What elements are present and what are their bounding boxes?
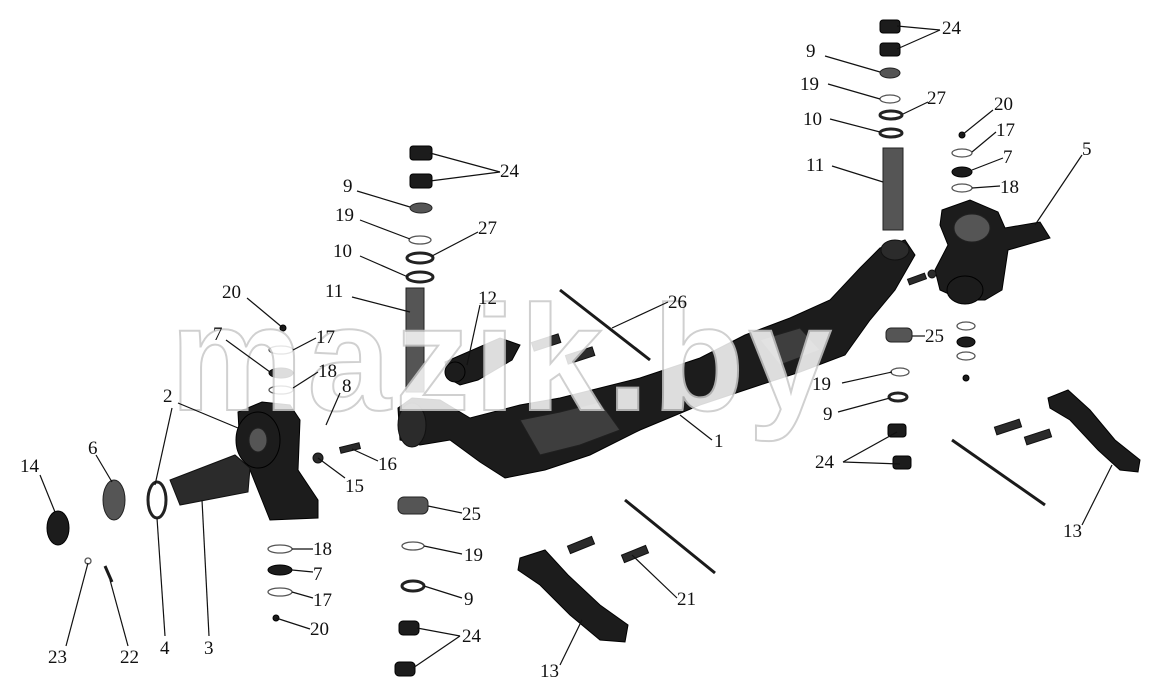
label-13-lower: 13	[540, 661, 559, 682]
label-17-left-lower: 17	[313, 590, 332, 611]
label-17-right: 17	[996, 120, 1015, 141]
label-6: 6	[88, 438, 98, 459]
label-19-right-upper: 19	[800, 74, 819, 95]
label-14: 14	[20, 456, 40, 477]
left-cotter-pin	[103, 565, 114, 583]
label-9-left-lower: 9	[464, 589, 474, 610]
right-knuckle-lower-rings	[956, 321, 976, 382]
long-pin-21	[624, 498, 716, 575]
label-7-left-upper: 7	[213, 324, 223, 345]
right-steering-knuckle	[934, 199, 1051, 305]
long-pin-26	[559, 288, 651, 362]
label-17-left-upper: 17	[316, 327, 335, 348]
label-21: 21	[677, 589, 696, 610]
right-pin-stack-upper	[878, 19, 904, 139]
label-10-right: 10	[803, 109, 822, 130]
left-pin-stack-lower	[394, 496, 429, 677]
right-knuckle-upper-rings	[951, 131, 973, 193]
label-20-right: 20	[994, 94, 1013, 115]
label-27-left: 27	[478, 218, 497, 239]
label-4: 4	[160, 638, 170, 659]
callout-labels: 1 2 3 4 5 6 7 7 7 8 9 9 9 9 10 10 11 11 …	[20, 18, 1092, 682]
label-20-left-upper: 20	[222, 282, 241, 303]
label-16: 16	[378, 454, 397, 475]
label-5: 5	[1082, 139, 1092, 160]
label-11-left: 11	[325, 281, 343, 302]
label-19-right-lower: 19	[812, 374, 831, 395]
bolts	[312, 269, 1053, 564]
label-24-left-lower: 24	[462, 626, 482, 647]
leader-lines	[39, 25, 1113, 669]
label-18-right: 18	[1000, 177, 1019, 198]
right-king-pin	[882, 147, 904, 231]
lower-steering-arm	[517, 549, 629, 643]
label-18-left-lower: 18	[313, 539, 332, 560]
label-9-right-lower: 9	[823, 404, 833, 425]
left-steering-knuckle	[169, 401, 319, 521]
label-23: 23	[48, 647, 67, 668]
left-knuckle-lower-rings	[267, 544, 293, 622]
label-1: 1	[714, 431, 724, 452]
label-13-right: 13	[1063, 521, 1082, 542]
label-10-left: 10	[333, 241, 352, 262]
label-26: 26	[668, 292, 687, 313]
left-hub-cap	[46, 510, 70, 546]
label-20-left-lower: 20	[310, 619, 329, 640]
label-9-left-upper: 9	[343, 176, 353, 197]
label-3: 3	[204, 638, 214, 659]
label-25-right: 25	[925, 326, 944, 347]
label-24-left-upper: 24	[500, 161, 520, 182]
watermark: mazik.by	[170, 274, 836, 442]
label-7-left-lower: 7	[313, 564, 323, 585]
label-7-right: 7	[1003, 147, 1013, 168]
label-2: 2	[163, 386, 173, 407]
long-pin-right	[951, 438, 1046, 507]
label-19-left-upper: 19	[335, 205, 354, 226]
left-seal-ring	[146, 480, 168, 520]
label-8: 8	[342, 376, 352, 397]
label-24-right-upper: 24	[942, 18, 962, 39]
label-19-left-lower: 19	[464, 545, 483, 566]
label-12: 12	[478, 288, 497, 309]
label-25-left: 25	[462, 504, 481, 525]
label-27-right: 27	[927, 88, 946, 109]
right-pin-stack-lower	[885, 327, 913, 470]
label-11-right: 11	[806, 155, 824, 176]
left-king-pin	[405, 287, 425, 393]
left-pin-stack-upper	[405, 145, 435, 284]
label-22: 22	[120, 647, 139, 668]
label-18-left-upper: 18	[318, 361, 337, 382]
label-15: 15	[345, 476, 364, 497]
axle-beam	[397, 239, 916, 479]
label-9-right-upper: 9	[806, 41, 816, 62]
left-thrust-washer	[102, 479, 126, 521]
right-steering-arm	[1047, 389, 1141, 473]
label-24-right-lower: 24	[815, 452, 835, 473]
